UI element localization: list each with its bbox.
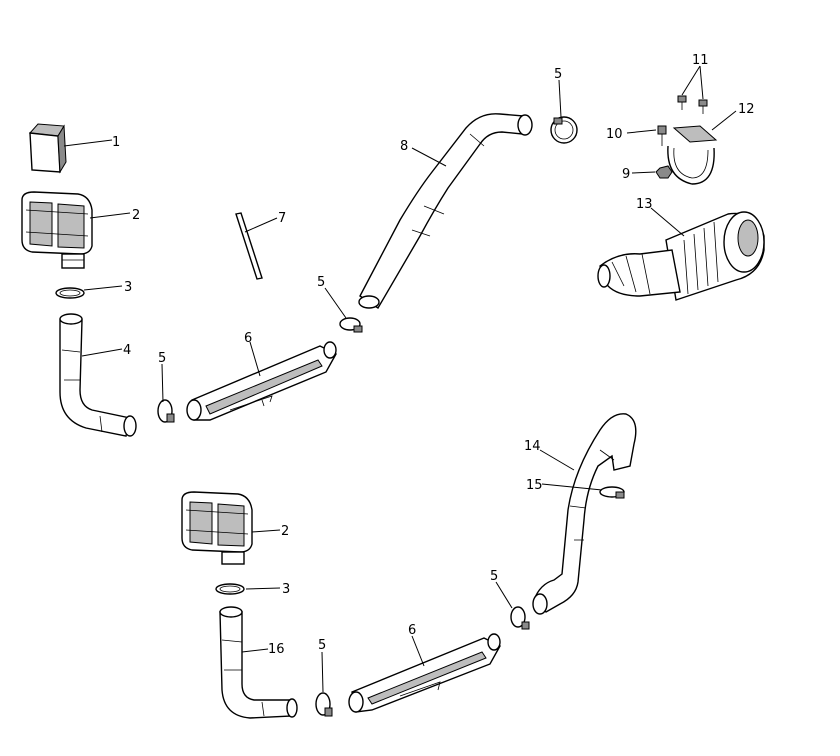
callout-5-left: 5 [158,351,166,366]
callout-5-right: 5 [490,569,498,584]
part-5-clamp-bottom [315,692,333,717]
callout-11: 11 [692,53,709,68]
part-2-precleaner-upper [21,191,93,269]
part-6-duct-lower [348,633,501,713]
part-11-bolts [677,95,708,114]
part-16-elbow-hose [219,606,298,719]
callout-2-upper: 2 [132,208,140,223]
part-5-clamp-mid [339,317,363,333]
part-13-air-filter-housing [597,211,765,301]
callout-8: 8 [400,139,408,154]
part-6-duct-upper [186,341,337,421]
callout-5-bottom: 5 [318,638,326,653]
leader-lines [63,65,737,693]
part-8-long-hose [358,113,533,309]
callout-9: 9 [622,167,630,182]
callout-1: 1 [112,135,120,150]
callout-3-upper: 3 [124,280,132,295]
callout-7: 7 [278,211,286,226]
part-5-clamp-right [510,606,530,630]
callout-14: 14 [524,439,541,454]
part-12-mounting-band [667,125,718,185]
part-5-clamp-left [157,399,175,423]
callout-4: 4 [123,343,131,358]
callout-12: 12 [738,102,755,117]
part-4-elbow-hose [59,313,137,437]
part-1-filter-element [28,123,67,174]
part-2-precleaner-lower [181,491,253,565]
callout-16: 16 [268,642,285,657]
part-15-clamp [599,486,625,499]
part-3-clamp-upper [55,287,85,299]
callout-labels: 1 2 3 4 5 6 7 5 8 5 11 12 10 9 13 14 15 … [112,53,755,657]
callout-3-lower: 3 [282,582,290,597]
callout-5-mid: 5 [317,275,325,290]
callout-6-lower: 6 [408,623,416,638]
callout-5-top: 5 [554,67,562,82]
part-10-bolt [657,125,667,146]
part-5-clamp-top [550,116,578,144]
callout-6-upper: 6 [244,331,252,346]
part-3-clamp-lower [215,583,245,595]
callout-13: 13 [636,197,653,212]
part-14-hose [532,413,637,615]
callout-15: 15 [526,478,543,493]
callout-10: 10 [606,127,623,142]
callout-2-lower: 2 [281,524,289,539]
part-7-strap [235,212,263,280]
part-9-nut [655,165,673,179]
